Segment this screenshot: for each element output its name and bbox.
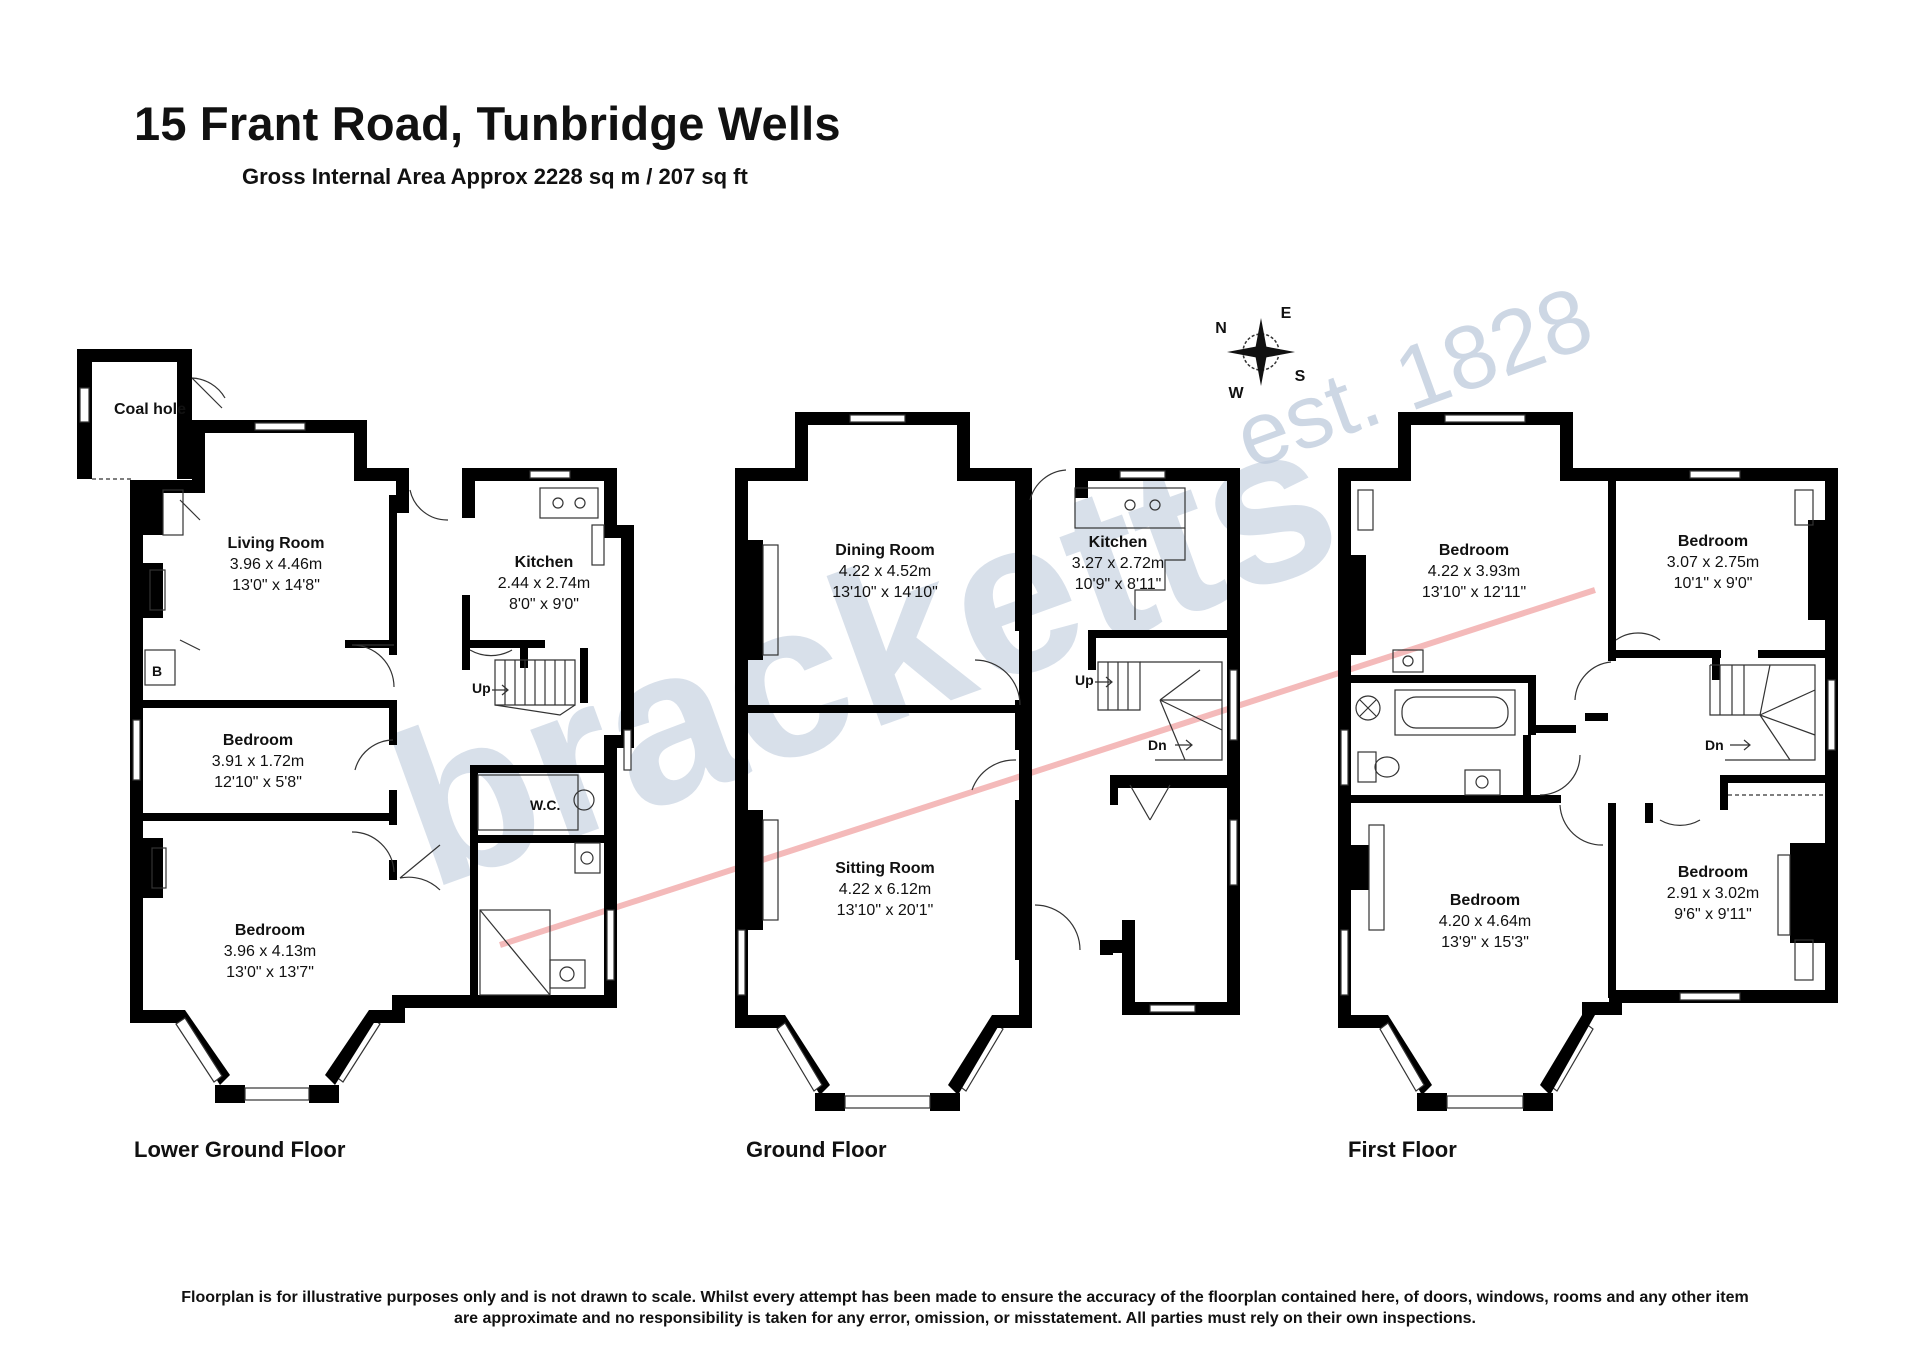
first-bed2-metric: 3.07 x 2.75m (1667, 554, 1760, 571)
lower-ground-floor-plan: B Up W.C. Coal hole Living Room (77, 349, 634, 1103)
lower-kitchen-name: Kitchen (515, 554, 574, 571)
ground-dining-metric: 4.22 x 4.52m (839, 563, 932, 580)
first-bed3-metric: 4.20 x 4.64m (1439, 913, 1532, 930)
lower-bedroom1-name: Bedroom (223, 732, 293, 749)
lower-bedroom1-metric: 3.91 x 1.72m (212, 753, 305, 770)
first-bed2-imperial: 10'1" x 9'0" (1674, 575, 1753, 592)
ground-sitting-metric: 4.22 x 6.12m (839, 881, 932, 898)
page-title: 15 Frant Road, Tunbridge Wells (134, 97, 841, 150)
watermark-brand: bracketts (362, 368, 1365, 934)
lower-living-name: Living Room (228, 535, 325, 552)
first-dn-label: Dn (1705, 737, 1724, 753)
ground-kitchen-metric: 3.27 x 2.72m (1072, 555, 1165, 572)
first-bed3-imperial: 13'9" x 15'3" (1441, 934, 1529, 951)
compass-s: S (1295, 368, 1306, 385)
lower-bedroom2-name: Bedroom (235, 922, 305, 939)
compass-icon: N E S W (1215, 305, 1305, 402)
lower-living-imperial: 13'0" x 14'8" (232, 577, 320, 594)
ground-floor-plan: Up Dn Dining Room 4.22 x 4.52m 13'10" x … (735, 412, 1240, 1111)
ground-kitchen-name: Kitchen (1089, 534, 1148, 551)
wc-label: W.C. (530, 797, 560, 813)
first-bed1-metric: 4.22 x 3.93m (1428, 563, 1521, 580)
lower-kitchen-metric: 2.44 x 2.74m (498, 575, 591, 592)
watermark-underline (499, 587, 1596, 948)
lower-kitchen-imperial: 8'0" x 9'0" (509, 596, 579, 613)
first-bed3-name: Bedroom (1450, 892, 1520, 909)
ground-dining-name: Dining Room (835, 542, 935, 559)
ground-kitchen-imperial: 10'9" x 8'11" (1075, 576, 1162, 593)
lower-up-label: Up (472, 680, 491, 696)
lower-bedroom1-imperial: 12'10" x 5'8" (214, 774, 302, 791)
lower-living-metric: 3.96 x 4.46m (230, 556, 323, 573)
gross-area-subtitle: Gross Internal Area Approx 2228 sq m / 2… (242, 164, 748, 189)
first-bed4-name: Bedroom (1678, 864, 1748, 881)
first-bed4-metric: 2.91 x 3.02m (1667, 885, 1760, 902)
lower-ground-floor-label: Lower Ground Floor (134, 1137, 346, 1162)
ground-sitting-imperial: 13'10" x 20'1" (837, 902, 934, 919)
compass-e: E (1281, 305, 1292, 322)
ground-sitting-name: Sitting Room (835, 860, 935, 877)
lower-bedroom2-imperial: 13'0" x 13'7" (226, 964, 314, 981)
first-bed1-name: Bedroom (1439, 542, 1509, 559)
first-bed2-name: Bedroom (1678, 533, 1748, 550)
boiler-label: B (152, 663, 162, 679)
coal-hole-label: Coal hole (114, 401, 186, 418)
disclaimer-text: Floorplan is for illustrative purposes o… (181, 1289, 1749, 1327)
first-bed4-imperial: 9'6" x 9'11" (1674, 906, 1752, 923)
compass-n: N (1215, 320, 1227, 337)
first-floor-label: First Floor (1348, 1137, 1457, 1162)
watermark-est: est. 1828 (1223, 268, 1605, 489)
first-floor-plan: Dn Bedroom 4.22 x 3.93m 13'10" x 12'11" … (1338, 412, 1838, 1111)
ground-floor-label: Ground Floor (746, 1137, 887, 1162)
ground-up-label: Up (1075, 672, 1094, 688)
ground-dn-label: Dn (1148, 737, 1167, 753)
ground-dining-imperial: 13'10" x 14'10" (832, 584, 938, 601)
lower-bedroom2-metric: 3.96 x 4.13m (224, 943, 317, 960)
first-bed1-imperial: 13'10" x 12'11" (1422, 584, 1526, 601)
compass-w: W (1228, 385, 1244, 402)
